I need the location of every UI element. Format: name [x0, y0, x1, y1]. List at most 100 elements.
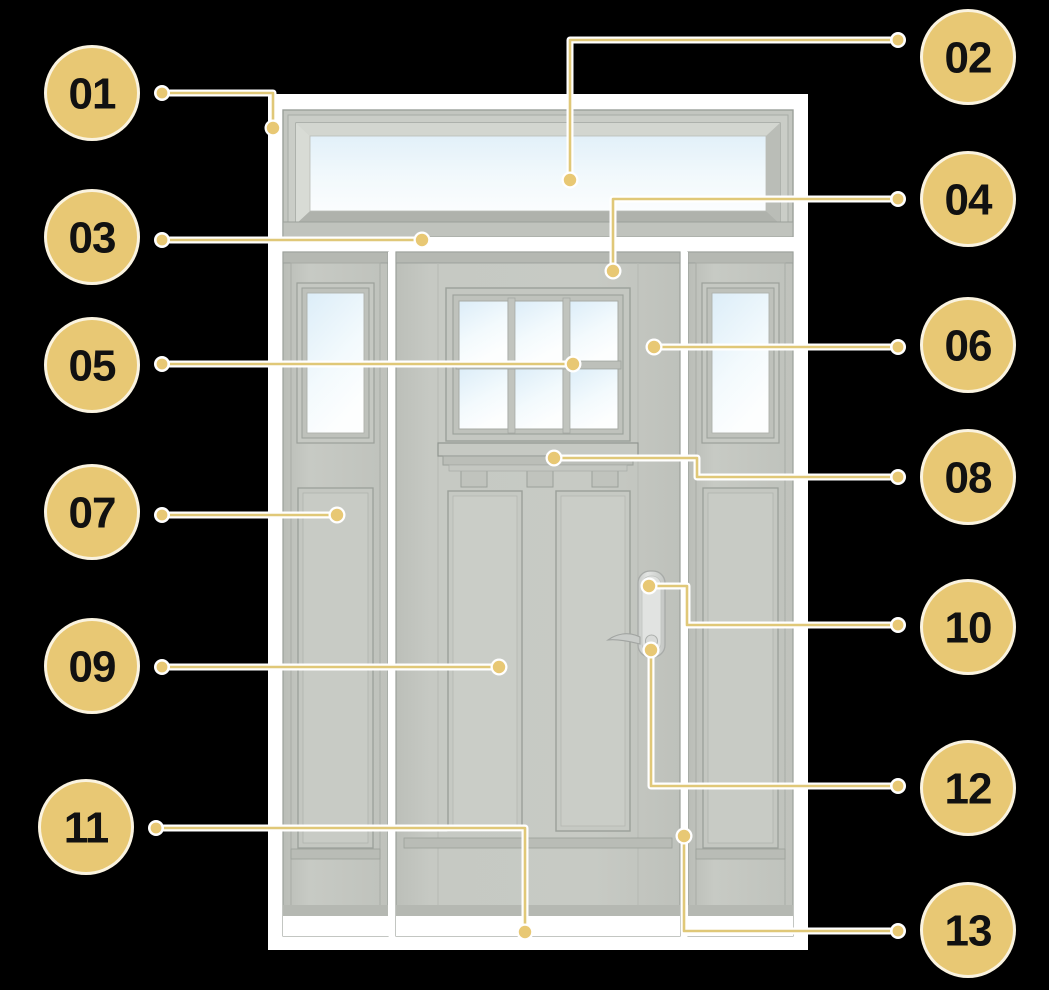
leader-endpoint-03: [154, 231, 431, 249]
stub-dot-05: [156, 358, 168, 370]
window-panes: [458, 300, 619, 430]
leader-lines: [154, 38, 900, 934]
marker-number-07: 07: [69, 489, 116, 538]
marker-09[interactable]: 09: [44, 618, 140, 714]
leader-endpoint-02: [561, 32, 906, 189]
marker-03[interactable]: 03: [44, 189, 140, 285]
door-raised-panels: [447, 490, 631, 832]
marker-circle-05: [47, 320, 137, 410]
endpoint-dot-10: [642, 579, 656, 593]
endpoint-dot-04: [606, 264, 620, 278]
marker-10[interactable]: 10: [920, 579, 1016, 675]
marker-circle-10: [923, 582, 1013, 672]
marker-number-08: 08: [945, 454, 992, 503]
stub-dot-10: [892, 619, 904, 631]
marker-05[interactable]: 05: [44, 317, 140, 413]
marker-12[interactable]: 12: [920, 740, 1016, 836]
door-slab: [395, 251, 681, 937]
marker-08[interactable]: 08: [920, 429, 1016, 525]
endpoint-dot-13: [677, 829, 691, 843]
stub-dot-13: [892, 925, 904, 937]
marker-number-04: 04: [945, 176, 993, 225]
leader-endpoints: [148, 32, 906, 941]
door-lever-handle[interactable]: [606, 633, 641, 645]
endpoint-dot-05: [566, 357, 580, 371]
marker-circle-04: [923, 154, 1013, 244]
leader-endpoint-06: [645, 338, 906, 356]
leader-endpoint-09: [154, 658, 508, 676]
stub-dot-02: [892, 34, 904, 46]
marker-circle-01: [47, 48, 137, 138]
marker-circle-07: [47, 467, 137, 557]
marker-circle-12: [923, 743, 1013, 833]
leader-line-11: [154, 826, 527, 934]
leader-line-01: [160, 91, 275, 130]
endpoint-dot-12: [644, 643, 658, 657]
endpoint-dot-02: [563, 173, 577, 187]
marker-number-03: 03: [69, 214, 116, 263]
marker-number-10: 10: [945, 604, 992, 653]
left-sidelite: [282, 251, 389, 937]
marker-06[interactable]: 06: [920, 297, 1016, 393]
stub-dot-12: [892, 780, 904, 792]
marker-number-11: 11: [64, 804, 109, 853]
marker-number-06: 06: [945, 322, 992, 371]
marker-01[interactable]: 01: [44, 45, 140, 141]
stub-dot-06: [892, 341, 904, 353]
endpoint-dot-09: [492, 660, 506, 674]
marker-13[interactable]: 13: [920, 882, 1016, 978]
leader-halo-01: [158, 89, 277, 132]
leader-endpoint-08: [545, 449, 906, 485]
leader-line-02: [568, 38, 900, 182]
marker-number-05: 05: [69, 342, 116, 391]
marker-number-02: 02: [945, 34, 992, 83]
leader-endpoint-04: [604, 191, 906, 280]
endpoint-dot-07: [330, 508, 344, 522]
leader-line-04: [611, 197, 900, 273]
marker-circle-03: [47, 192, 137, 282]
transom-window: [282, 109, 794, 238]
marker-11[interactable]: 11: [38, 779, 134, 875]
marker-circle-13: [923, 885, 1013, 975]
stub-dot-01: [156, 87, 168, 99]
stub-dot-04: [892, 193, 904, 205]
stub-dot-03: [156, 234, 168, 246]
decorative-shelf: [437, 442, 639, 488]
leader-endpoint-12: [642, 641, 906, 794]
marker-circle-09: [47, 621, 137, 711]
leader-line-13: [682, 834, 900, 933]
leader-line-10: [647, 584, 900, 627]
leader-endpoint-01: [154, 85, 282, 137]
right-sidelite: [687, 251, 794, 937]
marker-07[interactable]: 07: [44, 464, 140, 560]
marker-circle-11: [41, 782, 131, 872]
marker-circle-08: [923, 432, 1013, 522]
callout-markers: 01 02 03 04 05 06 07 08 09 10 11 12 13: [38, 9, 1016, 978]
marker-02[interactable]: 02: [920, 9, 1016, 105]
leader-endpoint-05: [154, 355, 582, 373]
stub-dot-11: [150, 822, 162, 834]
leader-line-08: [552, 456, 900, 479]
door-assembly: [268, 94, 808, 950]
marker-circle-06: [923, 300, 1013, 390]
leader-endpoint-07: [154, 506, 346, 524]
stub-dot-07: [156, 509, 168, 521]
endpoint-dot-03: [415, 233, 429, 247]
marker-number-01: 01: [69, 70, 116, 119]
marker-number-13: 13: [945, 907, 992, 956]
leader-line-12: [649, 648, 900, 788]
right-sidelite-glass: [711, 292, 770, 434]
stub-dot-09: [156, 661, 168, 673]
leader-endpoint-13: [675, 827, 906, 939]
stub-dot-08: [892, 471, 904, 483]
endpoint-dot-06: [647, 340, 661, 354]
marker-number-12: 12: [945, 765, 992, 814]
marker-circle-02: [923, 12, 1013, 102]
marker-04[interactable]: 04: [920, 151, 1016, 247]
endpoint-dot-11: [518, 925, 532, 939]
leader-endpoint-11: [148, 820, 534, 941]
leader-endpoint-10: [640, 577, 906, 633]
endpoint-dot-01: [266, 121, 280, 135]
